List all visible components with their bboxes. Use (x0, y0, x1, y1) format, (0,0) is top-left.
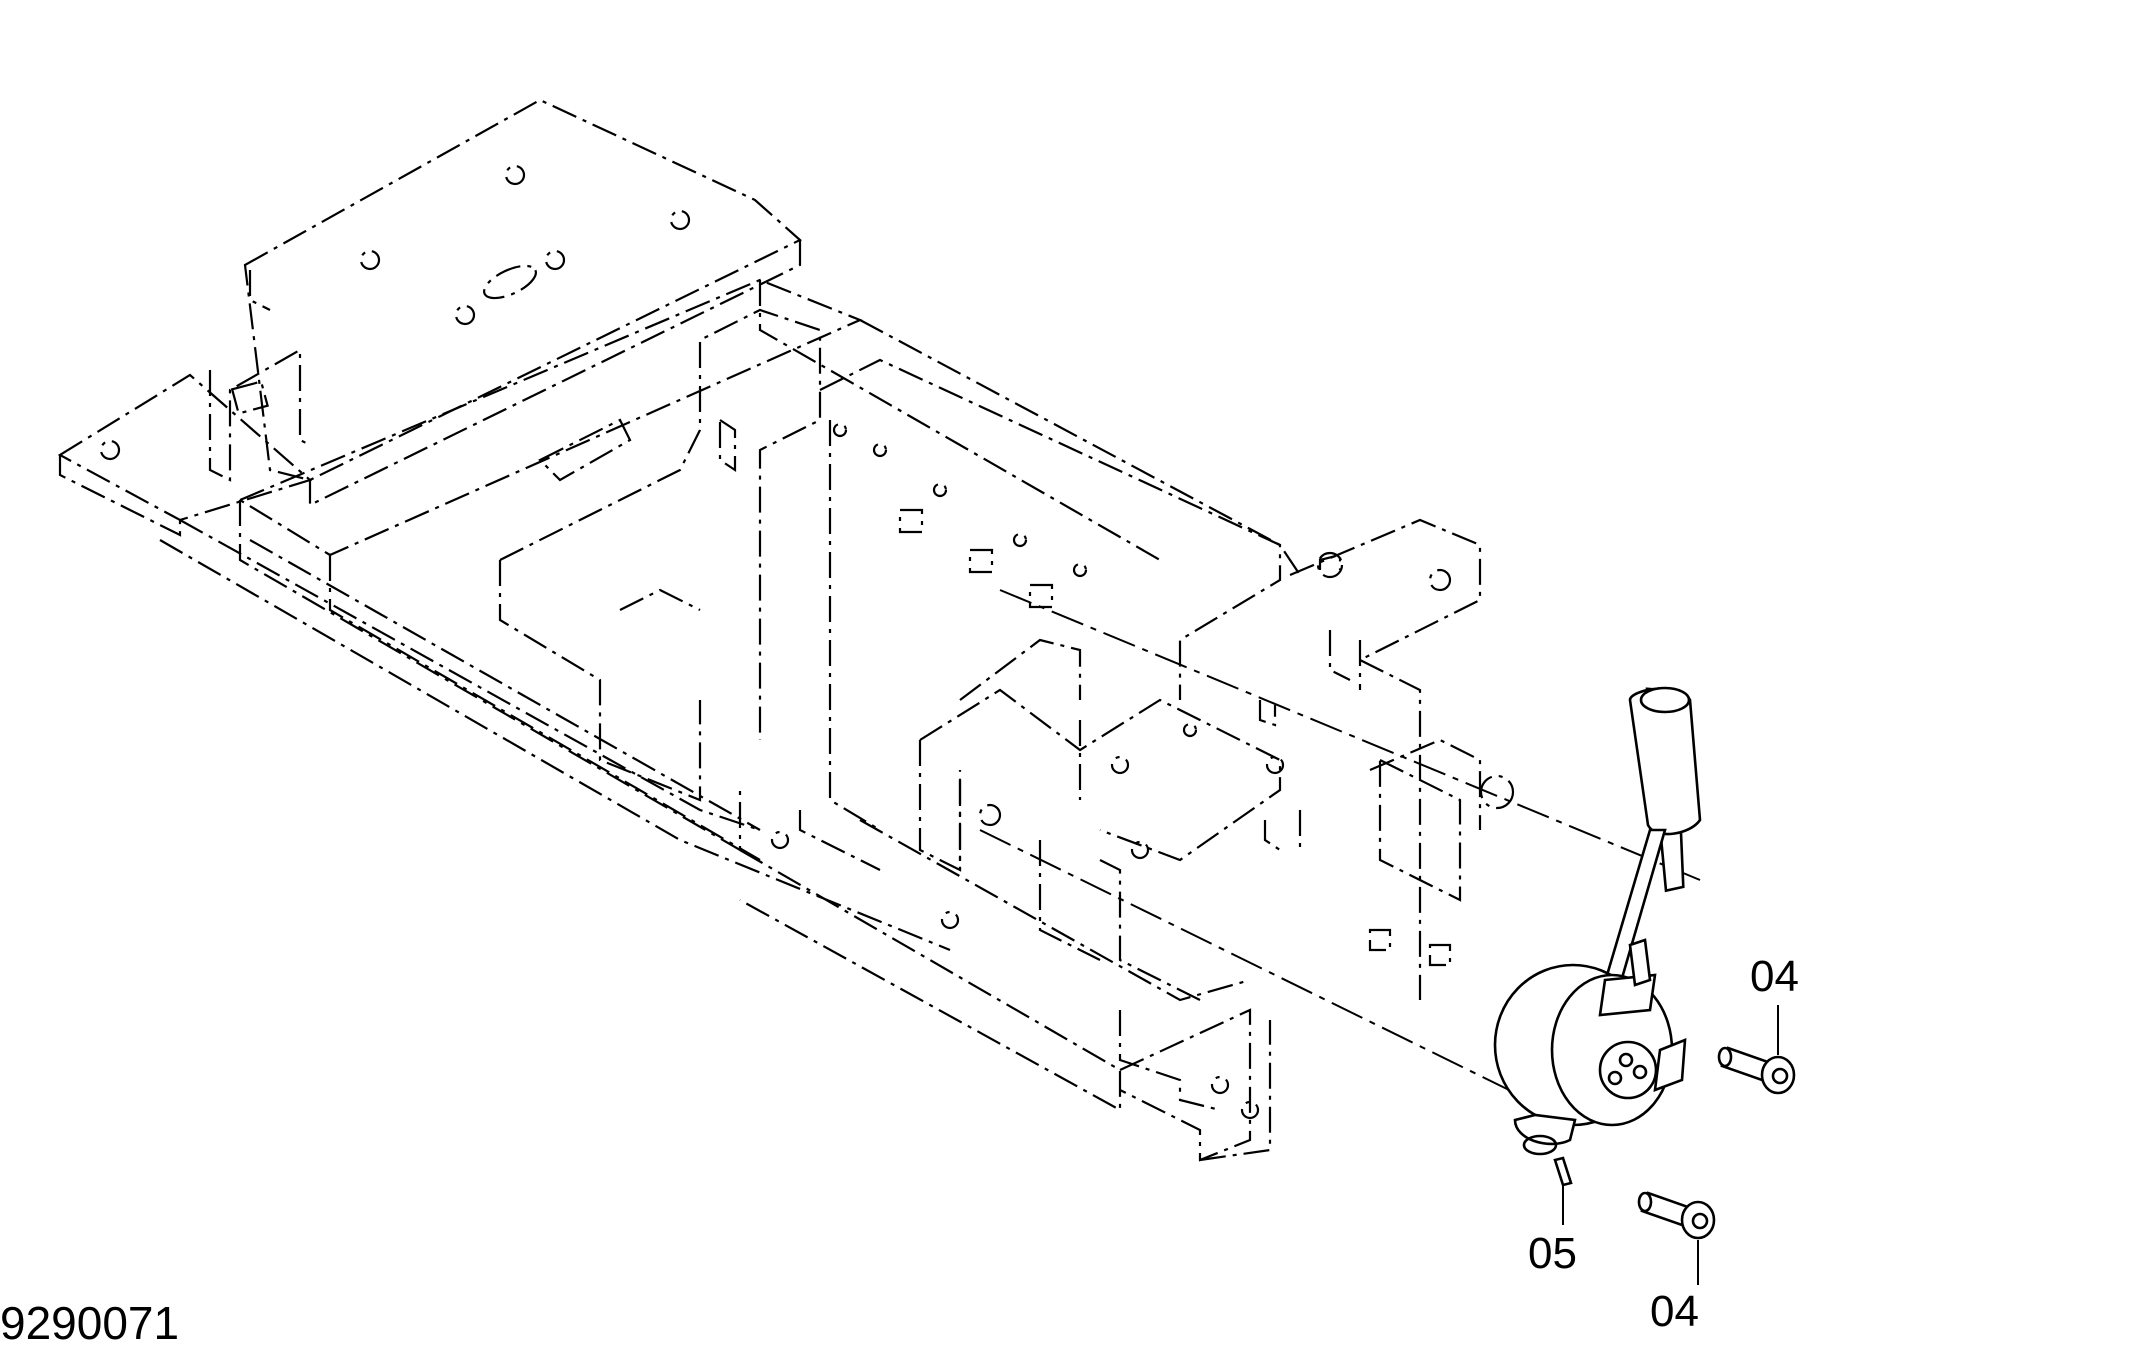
control-lever-icon (1493, 686, 1702, 1187)
chassis-frame-icon (57, 98, 1515, 1162)
bolt-icon (1637, 1191, 1716, 1240)
callout-leaders (1562, 1005, 1779, 1285)
bolt-icon (1717, 1046, 1796, 1095)
assembly-axis-lines (979, 589, 1701, 1116)
document-number: 9290071 (0, 1297, 180, 1349)
callout-04-lower: 04 (1650, 1287, 1699, 1336)
callout-05: 05 (1528, 1229, 1577, 1278)
callout-04: 04 (1750, 952, 1799, 1001)
